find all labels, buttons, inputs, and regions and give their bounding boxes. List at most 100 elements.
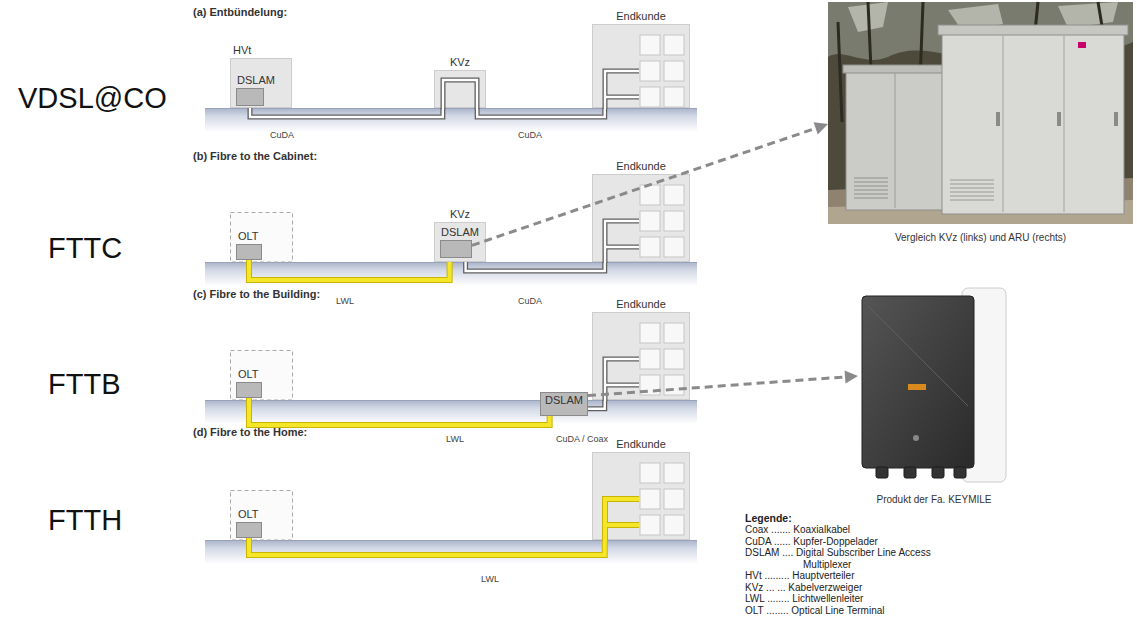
panel-title: (d) Fibre to the Home: [193, 426, 307, 439]
label-holder: VDSL@CO [18, 82, 167, 115]
row-label: FTTH [48, 504, 122, 537]
fibre-line [249, 258, 450, 280]
arrow-head [814, 122, 828, 134]
olt-box: OLT [236, 382, 262, 398]
building-windows [593, 175, 689, 261]
cable-gland [954, 467, 966, 478]
label-holder: FTTH [48, 504, 122, 537]
copper-cable [466, 258, 605, 271]
legend: Legende:Coax ....... KoaxialkabelCuDA ..… [745, 512, 935, 616]
product-picture: Produkt der Fa. KEYMILE [858, 286, 1010, 486]
panel-title: (c) Fibre to the Building: [193, 288, 320, 301]
window [664, 61, 684, 81]
window [640, 375, 660, 395]
cable-label-holder: CuDA [518, 130, 542, 141]
cabinet-building: KVzDSLAM [434, 222, 486, 262]
node-label: Produkt der Fa. KEYMILE [876, 494, 991, 506]
cable-label: CuDA [270, 130, 294, 141]
window [664, 323, 684, 343]
row-label: FTTB [48, 368, 121, 401]
legend-entry: OLT ........ Optical Line Terminal [745, 605, 935, 617]
cable-label-holder: LWL [446, 434, 464, 445]
window [664, 35, 684, 55]
legend-entry: HVt ......... Hauptverteiler [745, 570, 935, 582]
fibre-riser [605, 499, 639, 541]
window [664, 185, 684, 205]
node-label: KVz [450, 208, 470, 221]
cable-label-holder: CuDA [518, 296, 542, 307]
olt-box: OLT [236, 522, 262, 538]
dslam-box: DSLAM [440, 240, 472, 258]
node-label: OLT [238, 508, 259, 521]
kvz-cabinet [846, 70, 944, 210]
cable-label: CuDA / Coax [556, 434, 608, 445]
cabinet-photo-illustration [828, 2, 1133, 224]
cable-label-holder: CuDA / Coax [556, 434, 608, 445]
label-holder: (d) Fibre to the Home: [193, 426, 307, 439]
copper-line [466, 258, 605, 271]
node-label: OLT [238, 230, 259, 243]
copper-line [477, 108, 605, 117]
fibre-cable [249, 258, 450, 280]
node-label: OLT [238, 368, 259, 381]
window [664, 237, 684, 257]
node-label: HVt [233, 44, 251, 57]
node-label: DSLAM [545, 394, 583, 407]
legend-entry: Coax ....... Koaxialkabel [745, 524, 935, 536]
copper-line [588, 400, 605, 409]
cable-label: LWL [446, 434, 464, 445]
window [640, 463, 660, 483]
label-holder: (c) Fibre to the Building: [193, 288, 320, 301]
customer-building: Endkunde [592, 174, 690, 262]
building-windows [593, 313, 689, 399]
node-label: Endkunde [616, 160, 666, 173]
building-windows [593, 25, 689, 107]
fibre-line [249, 538, 605, 555]
copper-riser [605, 359, 639, 401]
label-holder: FTTB [48, 368, 121, 401]
cable-label: LWL [336, 296, 354, 307]
cable-label: LWL [481, 574, 499, 585]
customer-building: Endkunde [592, 24, 690, 108]
window [640, 87, 660, 107]
cable-loop [435, 71, 485, 107]
cabinet-building: KVz [434, 70, 486, 108]
row-label: VDSL@CO [18, 82, 167, 115]
copper-cable [477, 108, 605, 117]
cable-label-holder: LWL [481, 574, 499, 585]
copper-riser [605, 71, 639, 109]
product-illustration [858, 286, 1010, 486]
legend-entry: DSLAM .... Digital Subscriber Line Acces… [745, 547, 935, 570]
dashed-building [231, 213, 293, 263]
window [640, 185, 660, 205]
node-label: Endkunde [616, 10, 666, 23]
callout-arrow [588, 370, 858, 395]
node-label: DSLAM [441, 226, 479, 239]
copper-cable [588, 400, 605, 409]
olt-box: OLT [236, 244, 262, 260]
window [640, 515, 660, 535]
building-windows [593, 453, 689, 539]
node-label: KVz [450, 56, 470, 69]
window [640, 237, 660, 257]
cable-label: CuDA [518, 130, 542, 141]
window [640, 211, 660, 231]
housing [862, 296, 974, 468]
row-label: FTTC [48, 232, 122, 265]
node-label: Vergleich KVz (links) und ARU (rechts) [895, 232, 1066, 244]
window [664, 349, 684, 369]
fibre-line [249, 398, 550, 425]
cable-label-holder: CuDA [270, 130, 294, 141]
ground-band [205, 108, 697, 132]
aru-cabinet [942, 32, 1124, 214]
panel-title: (a) Entbündelung: [193, 6, 287, 19]
logo [908, 384, 926, 390]
window [640, 35, 660, 55]
ground-band [205, 400, 697, 424]
node-label: Endkunde [616, 298, 666, 311]
label-holder: (b) Fibre to the Cabinet: [193, 150, 317, 163]
legend-title: Legende: [745, 512, 935, 524]
cabinet-photo: Vergleich KVz (links) und ARU (rechts) [828, 2, 1133, 224]
customer-building: Endkunde [592, 312, 690, 400]
